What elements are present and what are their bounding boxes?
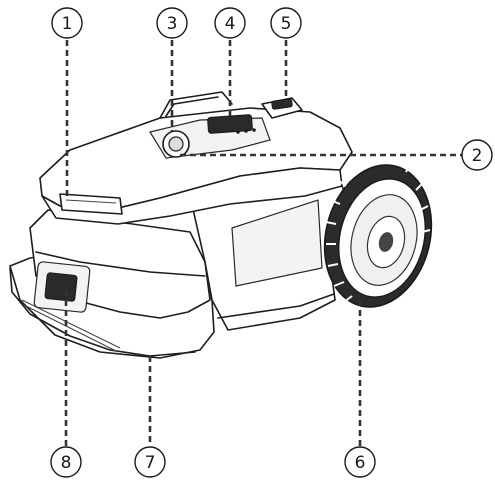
front-light-slot bbox=[59, 193, 123, 215]
front-camera-lens bbox=[44, 272, 78, 302]
callout-1: 1 bbox=[51, 7, 83, 39]
front-light-inner bbox=[65, 199, 117, 204]
callout-markers: 1 2 3 4 5 6 7 8 bbox=[50, 7, 493, 478]
callout-2: 2 bbox=[461, 139, 493, 171]
stop-button-inner bbox=[168, 136, 184, 152]
display-panel bbox=[207, 114, 253, 134]
robot-mower-illustration bbox=[9, 91, 433, 359]
side-body-window bbox=[231, 199, 323, 287]
callout-8-label: 8 bbox=[61, 453, 72, 473]
callout-4-label: 4 bbox=[225, 14, 236, 34]
leader-lines bbox=[64, 40, 462, 446]
callout-4: 4 bbox=[214, 7, 246, 39]
callout-3-label: 3 bbox=[167, 14, 178, 34]
callout-5: 5 bbox=[270, 7, 302, 39]
rear-wheel bbox=[323, 149, 433, 308]
carry-handle bbox=[159, 91, 233, 119]
callout-3: 3 bbox=[156, 7, 188, 39]
callout-8: 8 bbox=[50, 446, 82, 478]
callout-2-label: 2 bbox=[472, 146, 483, 166]
callout-7-label: 7 bbox=[145, 453, 156, 473]
callout-7: 7 bbox=[134, 446, 166, 478]
callout-6-label: 6 bbox=[355, 453, 366, 473]
wheel-tread bbox=[325, 149, 431, 303]
callout-5-label: 5 bbox=[281, 14, 292, 34]
callout-6: 6 bbox=[344, 446, 376, 478]
side-lower-step bbox=[217, 293, 335, 319]
callout-1-label: 1 bbox=[62, 14, 73, 34]
front-lower-crease bbox=[35, 251, 206, 277]
indicator-dots bbox=[236, 128, 256, 134]
